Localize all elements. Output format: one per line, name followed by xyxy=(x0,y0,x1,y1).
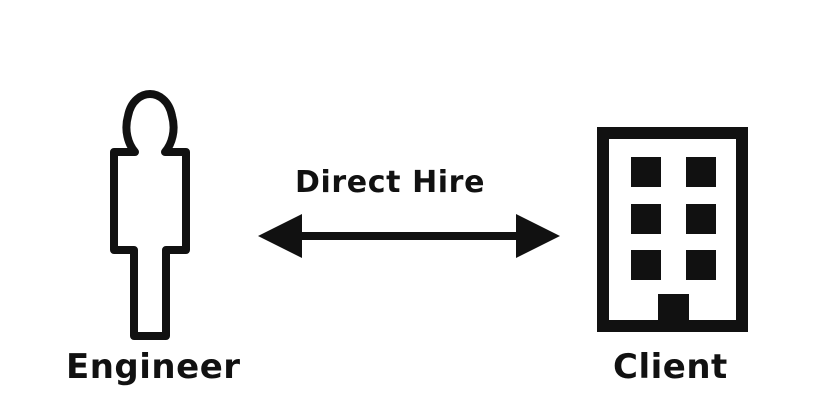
direct-hire-label: Direct Hire xyxy=(295,165,486,200)
person-icon xyxy=(110,90,190,340)
double-arrow-icon xyxy=(258,214,560,258)
client-label: Client xyxy=(613,347,728,387)
engineer-label: Engineer xyxy=(66,347,241,387)
building-icon xyxy=(597,127,748,332)
